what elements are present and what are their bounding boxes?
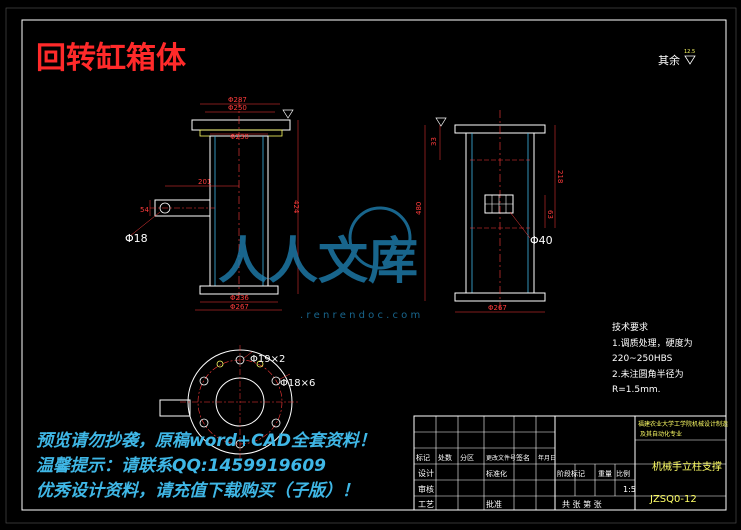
tech-line3: 2.未注圆角半径为 <box>612 368 684 380</box>
tb-approve: 批准 <box>486 499 502 509</box>
dim-top-width: Φ287 <box>228 96 247 104</box>
front-view <box>129 100 299 311</box>
watermark-brand: 人人文库 <box>218 231 418 290</box>
promo-line3: 优秀设计资料，请充值下载购买（子版）！ <box>36 481 359 501</box>
dim-side-top: 33 <box>430 137 438 146</box>
dim-bottom-base: Φ267 <box>230 303 249 311</box>
tb-row-docno: 更改文件号 <box>486 454 516 462</box>
tech-line1: 1.调质处理，硬度为 <box>612 337 693 349</box>
dim-side-right: 218 <box>556 170 564 183</box>
tb-review: 审核 <box>418 484 434 494</box>
tb-row-date: 年月日 <box>538 454 556 462</box>
school-name: 福建农业大学工学院机械设计制造 <box>638 420 728 428</box>
tb-row-count: 处数 <box>438 453 452 462</box>
dim-side-bottom: Φ267 <box>488 304 507 312</box>
tech-requirements: 技术要求 1.调质处理，硬度为 220~250HBS 2.未注圆角半径为 R=1… <box>612 321 693 395</box>
dim-flange-inner: Φ250 <box>228 104 247 112</box>
dim-side-total: 480 <box>415 202 423 215</box>
dim-port-dia: Φ40 <box>530 234 553 247</box>
tb-row-mark: 标记 <box>416 453 430 462</box>
title-block <box>413 415 727 511</box>
drawing-border <box>21 19 727 511</box>
dim-inlet-dia: Φ18 <box>125 232 148 245</box>
watermark-url: . r e n r e n d o c . c o m <box>300 310 420 321</box>
promo-line2: 温馨提示：请联系QQ:1459919609 <box>36 456 326 476</box>
drawing-title: 回转缸箱体 <box>36 41 187 76</box>
tb-row-sign: 签名 <box>516 453 530 462</box>
dim-bolt-holes-top: Φ19×2 <box>250 354 285 365</box>
tb-process: 工艺 <box>418 500 434 509</box>
part-name: 机械手立柱支撑 <box>652 460 722 473</box>
dim-body-width: Φ230 <box>230 133 249 141</box>
dim-inlet-height: 54 <box>140 206 149 214</box>
watermark: 人人文库 . r e n r e n d o c . c o m <box>218 206 420 321</box>
dim-bolt-holes-main: Φ18×6 <box>280 378 315 389</box>
tb-sheets: 共 张 第 张 <box>562 499 602 509</box>
tb-stage-weight: 重量 <box>598 470 612 478</box>
surface-note: 其余 <box>658 53 680 67</box>
side-view <box>424 110 556 313</box>
tech-line4: R=1.5mm. <box>612 385 661 395</box>
school-major: 及其自动化专业 <box>640 430 682 438</box>
roughness-symbol-icon <box>684 55 696 65</box>
tb-standardize: 标准化 <box>486 469 507 478</box>
top-view <box>159 345 300 460</box>
tech-line2: 220~250HBS <box>612 354 673 364</box>
surface-value: 12.5 <box>684 49 695 55</box>
outer-frame <box>5 7 737 524</box>
tb-design: 设计 <box>418 468 434 478</box>
scale-value: 1:5 <box>623 485 636 494</box>
tech-heading: 技术要求 <box>612 321 648 333</box>
dim-total-height: 424 <box>292 200 300 214</box>
drawing-number: JZSQ0-12 <box>649 494 697 505</box>
dim-bottom-outer: Φ236 <box>230 294 249 302</box>
tb-stage-scale: 比例 <box>616 469 630 478</box>
promo-line1: 预览请勿抄袭，原稿word+CAD全套资料！ <box>36 431 376 451</box>
dim-inlet-offset: 201 <box>198 178 211 186</box>
dim-side-small: 63 <box>546 210 554 219</box>
tb-row-zone: 分区 <box>460 453 474 462</box>
tb-stage-mark: 阶段标记 <box>557 469 585 478</box>
